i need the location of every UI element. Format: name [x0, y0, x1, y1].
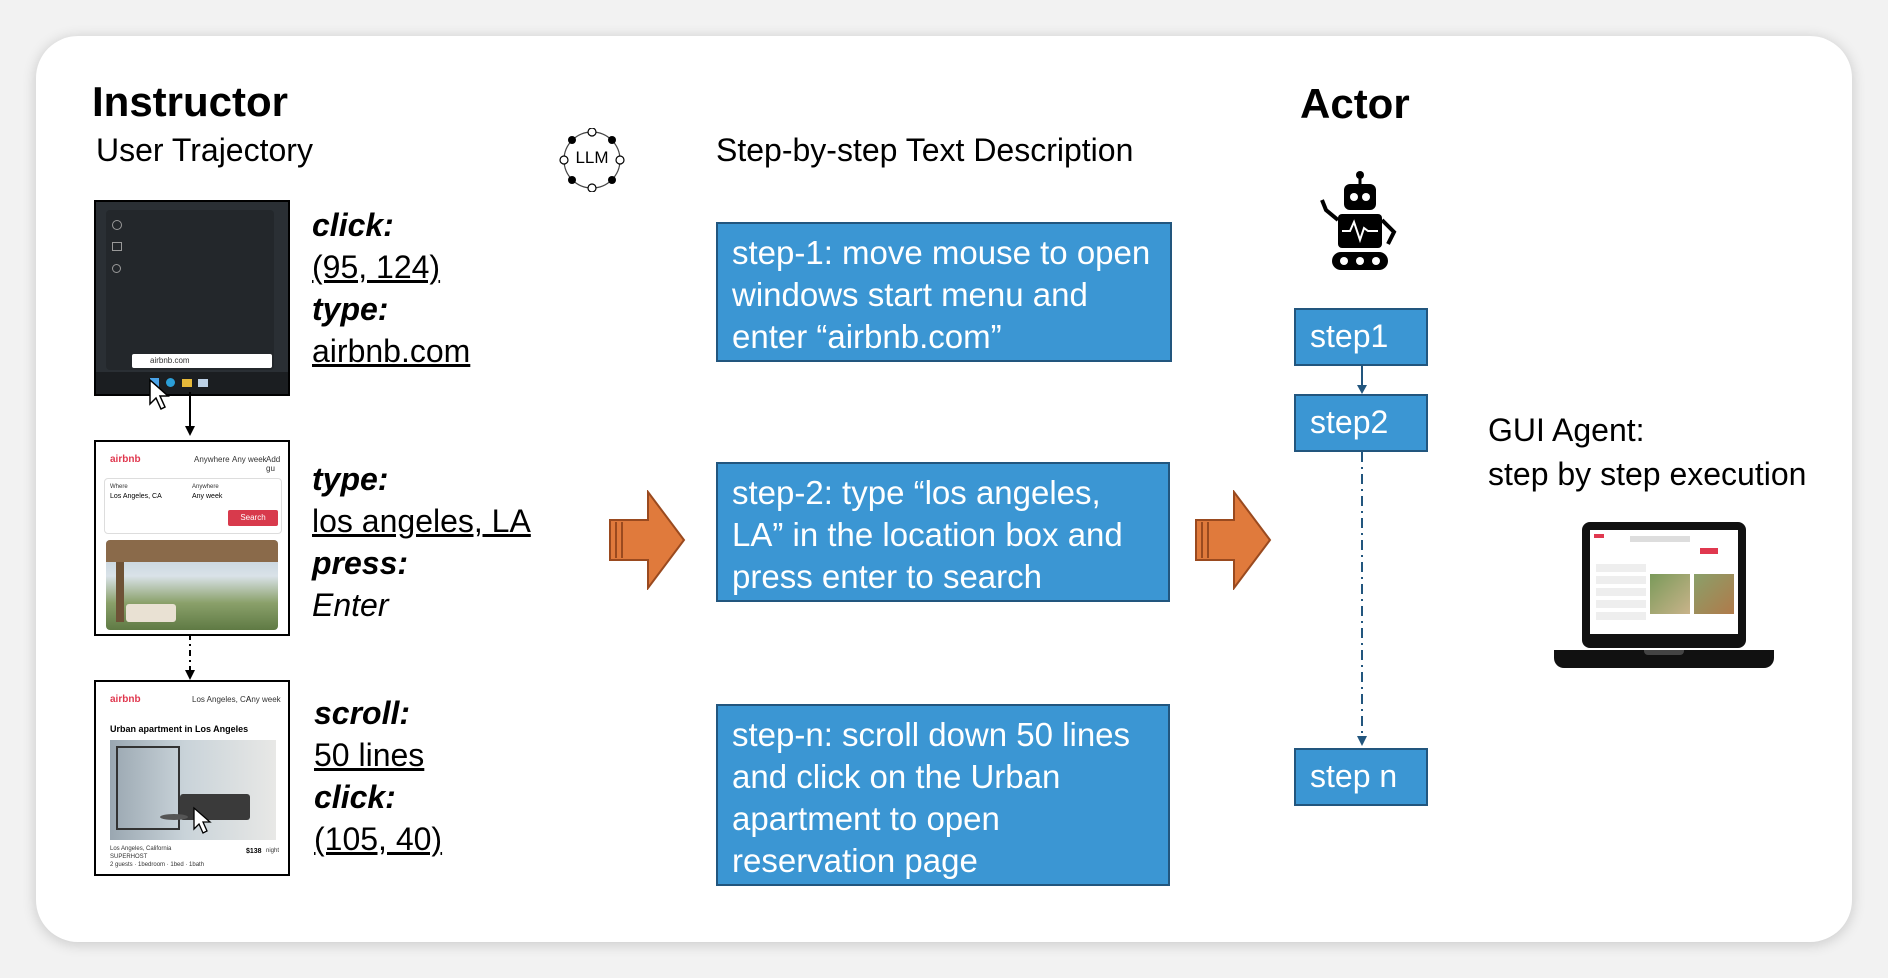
- arrow-right-icon-2: [1195, 490, 1272, 590]
- robot-icon: [1320, 171, 1397, 270]
- llm-ring-icon: [559, 127, 625, 193]
- nav-anyweek-2: Any week: [246, 695, 281, 704]
- gui-agent-line-2: step by step execution: [1488, 456, 1807, 492]
- start-menu-panel: [106, 210, 274, 370]
- laptop-notch: [1644, 650, 1684, 655]
- laptop-icon: [1554, 522, 1774, 678]
- action-2-value-2: Enter: [312, 587, 389, 623]
- laptop-logo: [1594, 534, 1604, 538]
- description-box-n: step-n: scroll down 50 lines and click o…: [716, 704, 1170, 886]
- villa-pillar: [116, 562, 124, 622]
- arrow-right-icon-1: [609, 490, 686, 590]
- actor-step-connectors: [1357, 366, 1367, 746]
- nav-anyweek: Any week: [232, 455, 267, 464]
- nav-addguests: Add gu: [266, 455, 281, 473]
- taskbar: [96, 372, 288, 394]
- apartment-sofa: [180, 794, 250, 820]
- thumb-airbnb-search: airbnb Anywhere Any week Add gu Where Lo…: [94, 440, 290, 636]
- anytime-label: Anywhere: [192, 484, 219, 490]
- thumb-airbnb-listing: airbnb Los Angeles, CA Any week Urban ap…: [94, 680, 290, 876]
- action-3-key-1: scroll:: [314, 695, 411, 731]
- action-2-value-1: los angeles, LA: [312, 503, 531, 539]
- action-1-value-2: airbnb.com: [312, 333, 471, 369]
- description-box-1: step-1: move mouse to open windows start…: [716, 222, 1172, 362]
- actor-step-2: step2: [1294, 394, 1428, 452]
- user-icon: [112, 220, 122, 230]
- action-group-2: type: los angeles, LA press: Enter: [312, 458, 531, 626]
- user-trajectory-label: User Trajectory: [96, 132, 313, 168]
- step-description-title: Step-by-step Text Description: [716, 132, 1134, 168]
- laptop-search-btn: [1700, 548, 1718, 554]
- document-icon: [112, 242, 122, 251]
- apartment-table: [160, 814, 188, 820]
- start-search-text: airbnb.com: [150, 356, 190, 365]
- listing-title: Urban apartment in Los Angeles: [110, 724, 249, 734]
- mouse-cursor-icon-2: [193, 806, 212, 834]
- gui-agent-label: GUI Agent: step by step execution: [1488, 408, 1806, 496]
- laptop-base: [1554, 650, 1774, 668]
- action-3-key-2: click:: [314, 779, 396, 815]
- llm-node: LLM: [556, 127, 628, 193]
- listing-price: $138: [246, 848, 262, 855]
- action-3-value-2: (105, 40): [314, 821, 443, 857]
- listing-badge: SUPERHOST: [110, 854, 148, 860]
- instructor-title: Instructor: [92, 78, 289, 125]
- mouse-cursor-icon: [149, 378, 170, 411]
- action-3-value-1: 50 lines: [314, 737, 425, 773]
- laptop-list: [1596, 564, 1646, 624]
- nav-location: Los Angeles, CA: [192, 695, 252, 704]
- thumb-start-menu: airbnb.com: [94, 200, 290, 396]
- action-1-key-1: click:: [312, 207, 394, 243]
- listing-location: Los Angeles, California: [110, 846, 172, 852]
- action-2-key-1: type:: [312, 461, 389, 497]
- action-group-1: click: (95, 124) type: airbnb.com: [312, 204, 470, 372]
- laptop-photo-1: [1650, 574, 1690, 614]
- action-1-value-1: (95, 124): [312, 249, 441, 285]
- llm-label: LLM: [575, 148, 609, 167]
- laptop-photo-2: [1694, 574, 1734, 614]
- laptop-nav: [1630, 536, 1690, 542]
- where-value: Los Angeles, CA: [110, 493, 162, 500]
- actor-step-1: step1: [1294, 308, 1428, 366]
- anytime-value: Any week: [192, 493, 223, 500]
- action-group-3: scroll: 50 lines click: (105, 40): [314, 692, 442, 860]
- edge-icon: [166, 378, 175, 387]
- listing-price-unit: night: [266, 848, 280, 854]
- search-button: Search: [228, 510, 278, 526]
- villa-roof: [106, 540, 278, 562]
- airbnb-logo-2: airbnb: [110, 694, 141, 705]
- gui-agent-line-1: GUI Agent:: [1488, 412, 1645, 448]
- settings-icon: [112, 264, 121, 273]
- laptop-screen: [1590, 530, 1738, 634]
- description-box-2: step-2: type “los angeles, LA” in the lo…: [716, 462, 1170, 602]
- villa-sofa: [126, 604, 176, 622]
- actor-title: Actor: [1300, 80, 1410, 127]
- search-panel: [104, 478, 282, 534]
- start-search-box: airbnb.com: [132, 354, 272, 368]
- action-2-key-2: press:: [312, 545, 409, 581]
- apartment-window: [116, 746, 180, 830]
- listing-details: 2 guests · 1bedroom · 1bed · 1bath: [110, 862, 205, 868]
- villa-photo: [106, 540, 278, 630]
- folder-icon: [182, 379, 192, 387]
- windows-start-icon: [150, 378, 159, 387]
- mail-icon: [198, 379, 208, 387]
- nav-anywhere: Anywhere: [194, 455, 230, 464]
- thumb-connectors: [185, 392, 195, 680]
- airbnb-logo: airbnb: [110, 454, 141, 465]
- actor-step-n: step n: [1294, 748, 1428, 806]
- where-label: Where: [110, 484, 128, 490]
- apartment-photo: [110, 740, 276, 840]
- action-1-key-2: type:: [312, 291, 389, 327]
